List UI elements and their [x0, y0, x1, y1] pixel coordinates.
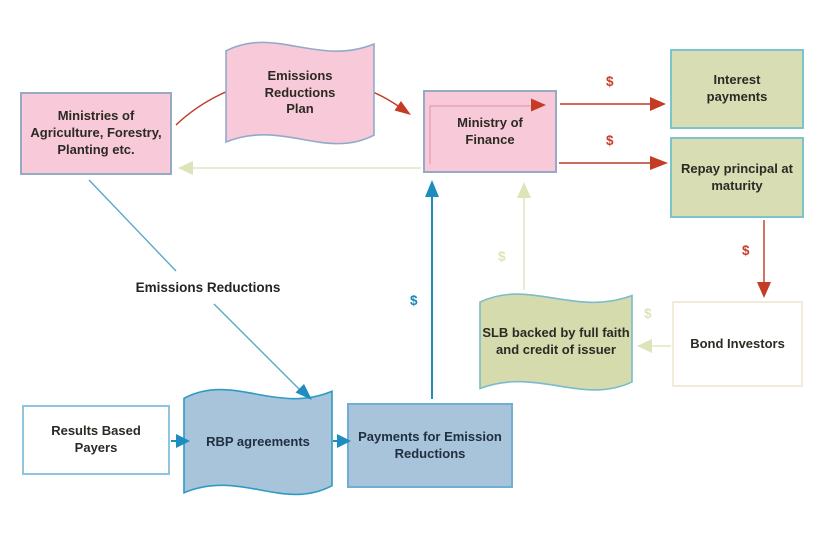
dollar-label-slb-mof: $: [498, 249, 506, 264]
interest-payments-box: Interest payments: [670, 49, 804, 129]
arrow-mof-ministries-head: [178, 161, 193, 175]
emissions-reductions-plan-wave: Emissions Reductions Plan: [226, 36, 374, 150]
dollar-label-bond-slb: $: [644, 306, 652, 321]
arrow-mof-repay-head: [650, 156, 668, 170]
arrow-bond-slb-head: [637, 339, 652, 353]
payments-emission-reductions-box: Payments for Emission Reductions: [347, 403, 513, 488]
dollar-label-interest: $: [606, 74, 614, 89]
dollar-label-repay: $: [606, 133, 614, 148]
arrow-plan-curve-head: [394, 101, 411, 115]
repay-principal-box: Repay principal at maturity: [670, 137, 804, 218]
results-based-payers-box: Results Based Payers: [22, 405, 170, 475]
ministries-box: Ministries of Agriculture, Forestry, Pla…: [20, 92, 172, 175]
ministries-label: Ministries of Agriculture, Forestry, Pla…: [30, 108, 162, 157]
arrow-mof-interest-head: [650, 97, 666, 111]
ministry-of-finance-box: Ministry of Finance: [423, 90, 557, 173]
payments-emission-reductions-label: Payments for Emission Reductions: [358, 428, 502, 461]
arrow-ministries-rbp-seg2: [213, 303, 302, 392]
slb-wave: SLB backed by full faith and credit of i…: [480, 288, 632, 396]
repay-principal-label: Repay principal at maturity: [681, 160, 793, 193]
arrow-ministries-rbp-seg1: [88, 179, 177, 272]
dollar-label-payments: $: [410, 293, 418, 308]
arrow-slb-mof-head: [517, 182, 531, 198]
arrow-payments-mof-head: [425, 180, 439, 197]
bond-investors-label: Bond Investors: [690, 335, 785, 351]
rbp-agreements-wave: RBP agreements: [184, 383, 332, 501]
ministry-of-finance-label: Ministry of Finance: [457, 114, 523, 147]
wave-shape-icon: [480, 288, 632, 396]
bond-investors-box: Bond Investors: [672, 301, 803, 387]
slb-label: SLB backed by full faith and credit of i…: [482, 325, 630, 357]
emissions-reductions-plan-label: Emissions Reductions Plan: [264, 67, 336, 117]
rbp-agreements-label: RBP agreements: [206, 433, 310, 449]
emissions-reductions-flow-label: Emissions Reductions: [135, 280, 281, 295]
arrow-repay-bond-head: [757, 282, 771, 298]
dollar-label-bond: $: [742, 243, 750, 258]
interest-payments-label: Interest payments: [706, 72, 768, 104]
results-based-payers-label: Results Based Payers: [51, 423, 141, 455]
